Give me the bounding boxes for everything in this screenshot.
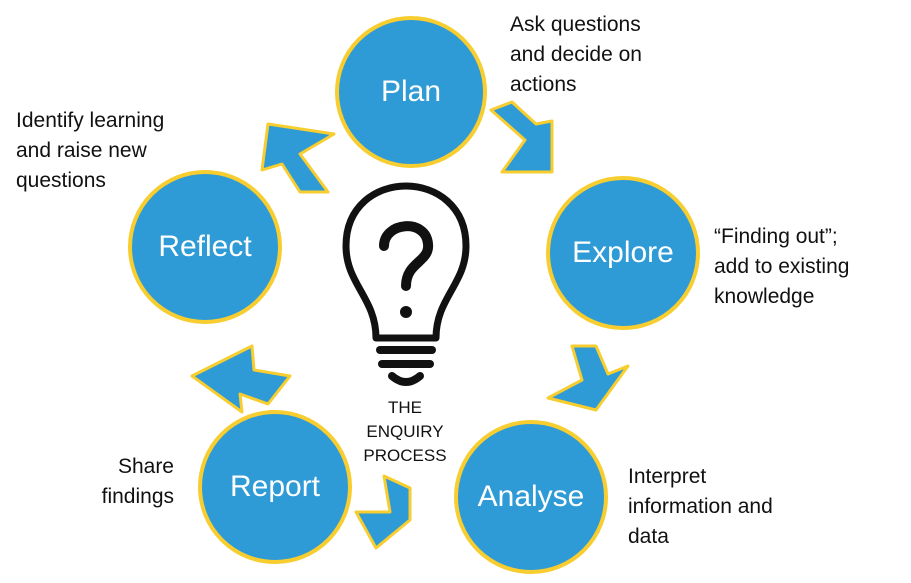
analyse-description-line: information and	[628, 495, 773, 518]
report-description-line: findings	[101, 485, 174, 508]
stage-explore-label: Explore	[572, 236, 674, 269]
analyse-description: Interpret information and data	[628, 462, 773, 552]
stage-explore: Explore	[546, 176, 700, 330]
explore-description-line: add to existing	[714, 255, 850, 278]
stage-plan: Plan	[335, 16, 487, 168]
stage-reflect-label: Reflect	[158, 230, 252, 263]
arrow-plan-to-explore	[489, 100, 554, 174]
reflect-description-line: and raise new	[16, 139, 147, 162]
explore-description-line: knowledge	[714, 285, 815, 308]
explore-description-line: “Finding out”;	[714, 225, 838, 248]
analyse-description-line: Interpret	[628, 465, 707, 488]
stage-plan-label: Plan	[380, 75, 442, 108]
plan-description-line: actions	[510, 73, 577, 96]
plan-description: Ask questions and decide on actions	[510, 10, 642, 100]
center-title-line: PROCESS	[363, 446, 447, 465]
center-title-line: ENQUIRY	[366, 422, 444, 441]
plan-description-line: and decide on	[510, 43, 642, 66]
stage-analyse-label: Analyse	[477, 480, 585, 513]
center-title-line: THE	[388, 398, 422, 417]
explore-description: “Finding out”; add to existing knowledge	[714, 222, 849, 312]
plan-description-line: Ask questions	[510, 13, 641, 36]
reflect-description: Identify learning and raise new question…	[16, 106, 164, 196]
stage-report-label: Report	[229, 470, 321, 503]
center-title: THE ENQUIRY PROCESS	[340, 396, 470, 468]
arrow-explore-to-analyse	[546, 344, 630, 412]
stage-reflect: Reflect	[128, 170, 282, 324]
stage-analyse: Analyse	[454, 420, 608, 574]
reflect-description-line: questions	[16, 169, 106, 192]
reflect-description-line: Identify learning	[16, 109, 165, 132]
report-description-line: Share	[117, 455, 174, 478]
arrow-report-to-reflect	[190, 344, 292, 414]
lightbulb-question-icon	[342, 182, 470, 386]
arrow-analyse-to-report	[354, 474, 412, 550]
report-description: Share findings	[96, 452, 174, 512]
stage-report: Report	[198, 410, 352, 564]
arrow-reflect-to-plan	[260, 122, 336, 194]
analyse-description-line: data	[628, 525, 669, 548]
